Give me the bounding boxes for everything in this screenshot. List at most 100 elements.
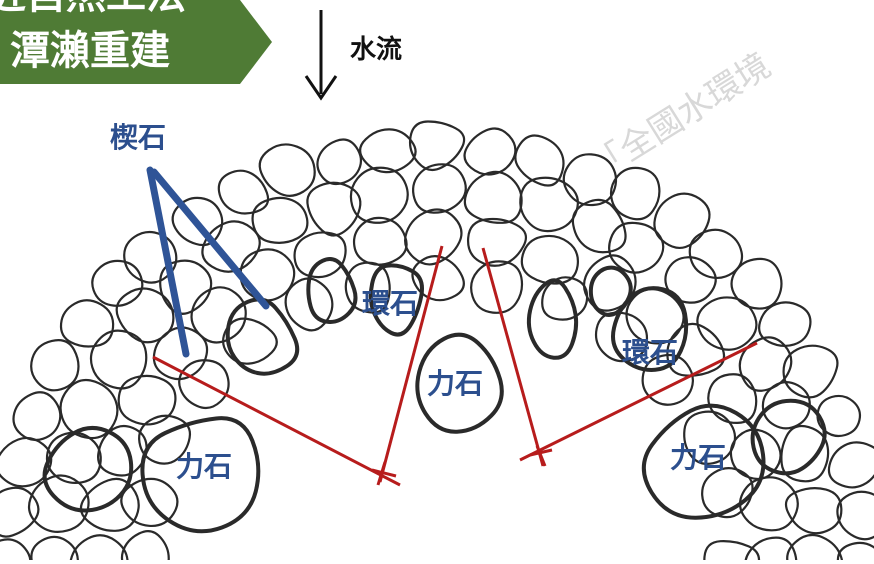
fill-stone	[404, 208, 463, 266]
fill-stone	[514, 134, 565, 187]
wedge-stone-pointers	[146, 166, 270, 358]
fill-stone	[758, 301, 812, 348]
fill-stone	[251, 196, 309, 244]
arch-stone	[306, 257, 358, 324]
fill-stone	[171, 196, 224, 247]
fill-stone	[827, 441, 874, 489]
banner-title-line2: 潭瀨重建	[10, 28, 170, 74]
fill-stone	[352, 216, 408, 266]
stone-arch-stones	[0, 120, 874, 564]
fill-stone	[463, 170, 523, 224]
fill-stone	[138, 414, 192, 465]
fill-stone	[359, 128, 417, 174]
force-line-center-right	[481, 247, 545, 467]
fill-stone	[541, 276, 589, 321]
force-line-left	[152, 355, 401, 487]
fill-stone	[836, 490, 874, 541]
label-wedge-stone: 楔石	[110, 121, 166, 154]
arch-stone	[588, 265, 633, 317]
fill-stone	[609, 166, 661, 221]
water-flow-label: 水流	[350, 35, 402, 65]
fill-stone	[349, 166, 409, 224]
fill-stone	[696, 296, 758, 351]
fill-stone	[120, 529, 170, 564]
fill-stone	[12, 391, 62, 442]
fill-stone	[738, 476, 799, 532]
fill-stone	[744, 536, 798, 564]
banner-title-line1: 近自然工法	[0, 0, 186, 18]
fill-stone	[683, 410, 737, 465]
label-force-stone-right: 力石	[670, 441, 726, 474]
title-banner	[0, 0, 272, 84]
force-line-right	[519, 341, 758, 462]
fill-stone	[306, 181, 362, 237]
fill-stone	[466, 217, 528, 267]
label-ring-stone-right: 環石	[622, 336, 678, 369]
arch-stone	[750, 398, 827, 476]
fill-stone	[738, 336, 793, 392]
arch-stone	[368, 263, 425, 337]
fill-stone	[594, 311, 649, 363]
fill-stone	[97, 424, 148, 477]
fill-stone	[836, 541, 874, 564]
fill-stone	[120, 477, 179, 527]
fill-stone	[520, 234, 580, 285]
fill-stone	[117, 374, 177, 426]
force-lines	[152, 245, 758, 487]
fill-stone	[59, 378, 119, 440]
fill-stone	[412, 163, 467, 214]
fill-stone	[608, 221, 665, 274]
fill-stone	[45, 431, 102, 484]
fill-stone	[316, 138, 363, 186]
fill-stone	[30, 339, 80, 392]
fill-stone	[463, 127, 517, 176]
fill-stone	[59, 299, 115, 348]
fill-stone	[293, 231, 347, 279]
fill-stone	[123, 230, 178, 284]
fill-stone	[30, 535, 79, 564]
force-line-center-left-tick	[371, 468, 397, 478]
fill-stone	[152, 326, 209, 381]
fill-stone	[707, 373, 758, 425]
arch-stone	[526, 278, 579, 360]
arch-stone	[140, 416, 261, 534]
water-flow-arrow-icon	[304, 10, 338, 101]
label-ring-stone-left: 環石	[362, 287, 418, 320]
fill-stone	[0, 436, 53, 488]
fill-stone	[79, 477, 140, 532]
fill-stone	[217, 169, 270, 215]
fill-stone	[222, 317, 278, 365]
label-force-stone-left: 力石	[176, 450, 232, 483]
fill-stone	[782, 344, 839, 399]
fill-stone	[411, 255, 465, 302]
fill-stone	[641, 353, 694, 406]
fill-stone	[284, 277, 334, 332]
fill-stone	[688, 228, 744, 280]
arch-stone	[42, 425, 134, 513]
watermark-text: 「全國水環境	[584, 46, 778, 188]
fill-stone	[408, 120, 466, 172]
arch-stone	[225, 297, 300, 376]
fill-stone	[178, 359, 230, 410]
arch-stone	[611, 286, 689, 372]
arch-stone	[641, 403, 766, 520]
fill-stone	[519, 176, 579, 233]
fill-stone	[571, 198, 627, 254]
arch-stone	[415, 332, 504, 434]
fill-stone	[730, 257, 783, 310]
fill-stone	[666, 322, 726, 377]
fill-stone	[664, 256, 717, 304]
fill-stone	[784, 487, 843, 535]
fill-stone	[190, 286, 247, 344]
force-line-center-left	[378, 245, 444, 483]
fill-stone	[69, 534, 129, 564]
fill-stone	[786, 533, 844, 564]
fill-stone	[780, 424, 830, 483]
fill-stone	[239, 248, 296, 302]
fill-stone	[258, 143, 316, 197]
fill-stone	[91, 259, 144, 307]
fill-stone	[470, 260, 524, 314]
label-force-stone-center: 力石	[427, 367, 483, 400]
